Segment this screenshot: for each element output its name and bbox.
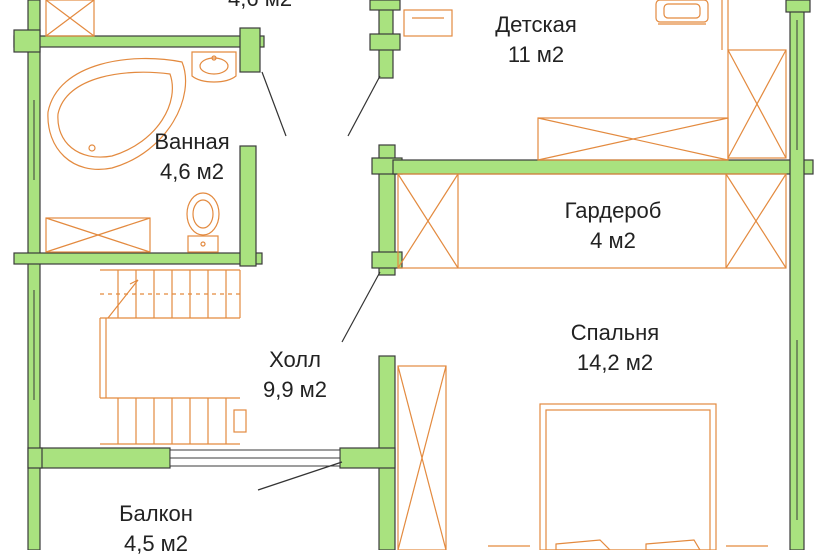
room-name: Гардероб — [564, 198, 662, 223]
room-label-garderob: Гардероб 4 м2 — [528, 196, 698, 256]
room-area: 11 м2 — [507, 42, 565, 67]
walls — [13, 0, 814, 550]
room-name: Спальня — [570, 320, 660, 345]
bed-icon — [488, 403, 768, 550]
room-name: Холл — [269, 347, 321, 372]
bathtub-icon — [47, 57, 187, 170]
room-area: 14,2 м2 — [576, 350, 654, 375]
furniture — [45, 0, 787, 550]
room-name: Детская — [495, 12, 577, 37]
room-label-vannaya: Ванная 4,6 м2 — [134, 127, 250, 187]
room-label-holl: Холл 9,9 м2 — [240, 345, 350, 405]
cabinet-icon — [45, 0, 95, 37]
door-swings — [257, 71, 381, 491]
chair-icon — [655, 0, 709, 25]
wardrobe-icon — [397, 173, 787, 269]
room-label-top-left: 4,6 м2 — [228, 0, 292, 14]
wardrobe-icon — [721, 0, 787, 159]
room-area: 9,9 м2 — [262, 377, 328, 402]
room-name: Ванная — [154, 129, 230, 154]
room-label-detskaya: Детская 11 м2 — [478, 10, 594, 70]
room-area: 4 м2 — [590, 228, 636, 253]
room-label-balkon: Балкон 4,5 м2 — [98, 499, 214, 559]
wardrobe-icon — [45, 217, 151, 253]
cabinet-icon — [397, 365, 447, 550]
room-name: Балкон — [119, 501, 193, 526]
room-area: 4,5 м2 — [123, 531, 189, 556]
staircase-icon — [99, 269, 247, 445]
toilet-icon — [186, 192, 220, 253]
room-label-spalnya: Спальня 14,2 м2 — [540, 318, 690, 378]
windows — [33, 20, 798, 520]
room-area: 4,6 м2 — [228, 0, 292, 14]
sink-icon — [191, 51, 237, 83]
desk-icon — [403, 9, 453, 37]
cabinet-icon — [537, 117, 729, 161]
room-area: 4,6 м2 — [159, 159, 225, 184]
